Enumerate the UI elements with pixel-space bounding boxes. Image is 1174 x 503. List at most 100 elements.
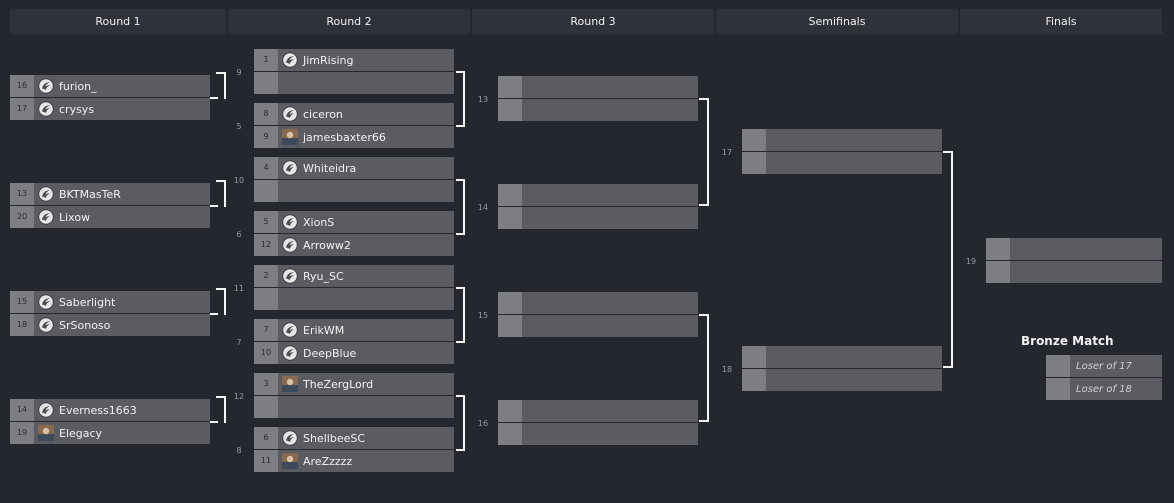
- player-slot-empty[interactable]: [498, 315, 698, 337]
- round3-match-15[interactable]: [498, 292, 698, 337]
- player-slot-empty[interactable]: [498, 184, 698, 206]
- player-slot-empty[interactable]: [254, 396, 454, 418]
- match-number: 14: [477, 203, 489, 212]
- player-slot-empty[interactable]: [498, 292, 698, 314]
- seed: 13: [10, 183, 34, 205]
- round-1-header: Round 1: [10, 9, 228, 34]
- player-slot-empty[interactable]: [498, 99, 698, 121]
- match-number: 9: [236, 68, 242, 77]
- player-slot-empty[interactable]: [986, 261, 1162, 283]
- connector-line: [699, 98, 709, 206]
- player-name: Whiteidra: [303, 161, 357, 175]
- seed: 7: [254, 319, 278, 341]
- connector-line: [456, 395, 465, 451]
- player-slot-empty[interactable]: [742, 152, 942, 174]
- seed: [498, 76, 522, 98]
- race-logo-icon: [282, 160, 298, 176]
- player-name: DeepBlue: [303, 346, 357, 360]
- round3-match-14[interactable]: [498, 184, 698, 229]
- player-slot-empty[interactable]: [498, 76, 698, 98]
- seed: [986, 238, 1010, 260]
- player-slot-empty[interactable]: [498, 400, 698, 422]
- finals-header: Finals: [960, 9, 1162, 34]
- player-slot-placeholder[interactable]: Loser of 17: [1046, 355, 1162, 377]
- race-logo-icon: [38, 78, 54, 94]
- round3-match-16[interactable]: [498, 400, 698, 445]
- semifinal-match-18[interactable]: [742, 346, 942, 391]
- player-slot-empty[interactable]: [254, 288, 454, 310]
- semifinal-match-17[interactable]: [742, 129, 942, 174]
- seed: 16: [10, 75, 34, 97]
- seed: 5: [254, 211, 278, 233]
- player-slot-empty[interactable]: [254, 180, 454, 202]
- match-number: 19: [965, 257, 977, 266]
- player-slot[interactable]: 8 ciceron: [254, 103, 454, 125]
- race-logo-icon: [282, 322, 298, 338]
- connector-line: [216, 288, 226, 315]
- seed: [498, 99, 522, 121]
- player-slot-placeholder[interactable]: Loser of 18: [1046, 378, 1162, 400]
- round-2-header: Round 2: [228, 9, 472, 34]
- match-number: 12: [233, 392, 245, 401]
- player-slot-empty[interactable]: [986, 238, 1162, 260]
- match-number: 16: [477, 419, 489, 428]
- seed: 11: [254, 450, 278, 472]
- connector-line: [210, 205, 218, 207]
- player-slot-empty[interactable]: [742, 129, 942, 151]
- race-logo-icon: [282, 430, 298, 446]
- player-name: Saberlight: [59, 295, 116, 309]
- player-name: crysys: [59, 102, 95, 116]
- player-name: ciceron: [303, 107, 343, 121]
- avatar-icon: [282, 453, 298, 469]
- player-slot-empty[interactable]: [498, 423, 698, 445]
- player-slot-empty[interactable]: [498, 207, 698, 229]
- connector-line: [216, 180, 226, 207]
- connector-line: [216, 396, 226, 423]
- player-slot-empty[interactable]: [742, 369, 942, 391]
- match-number: 5: [236, 122, 242, 131]
- final-match-19[interactable]: [986, 238, 1162, 283]
- connector-line: [699, 314, 709, 422]
- bronze-match[interactable]: Loser of 17 Loser of 18: [1046, 355, 1162, 400]
- seed: 14: [10, 399, 34, 421]
- seed: [254, 288, 278, 310]
- round-header: Round 1 Round 2 Round 3 Semifinals Final…: [10, 9, 1162, 34]
- player-slot-empty[interactable]: [254, 72, 454, 94]
- seed: [742, 129, 766, 151]
- round3-match-13[interactable]: [498, 76, 698, 121]
- race-logo-icon: [282, 268, 298, 284]
- seed: 8: [254, 103, 278, 125]
- player-slot-empty[interactable]: [742, 346, 942, 368]
